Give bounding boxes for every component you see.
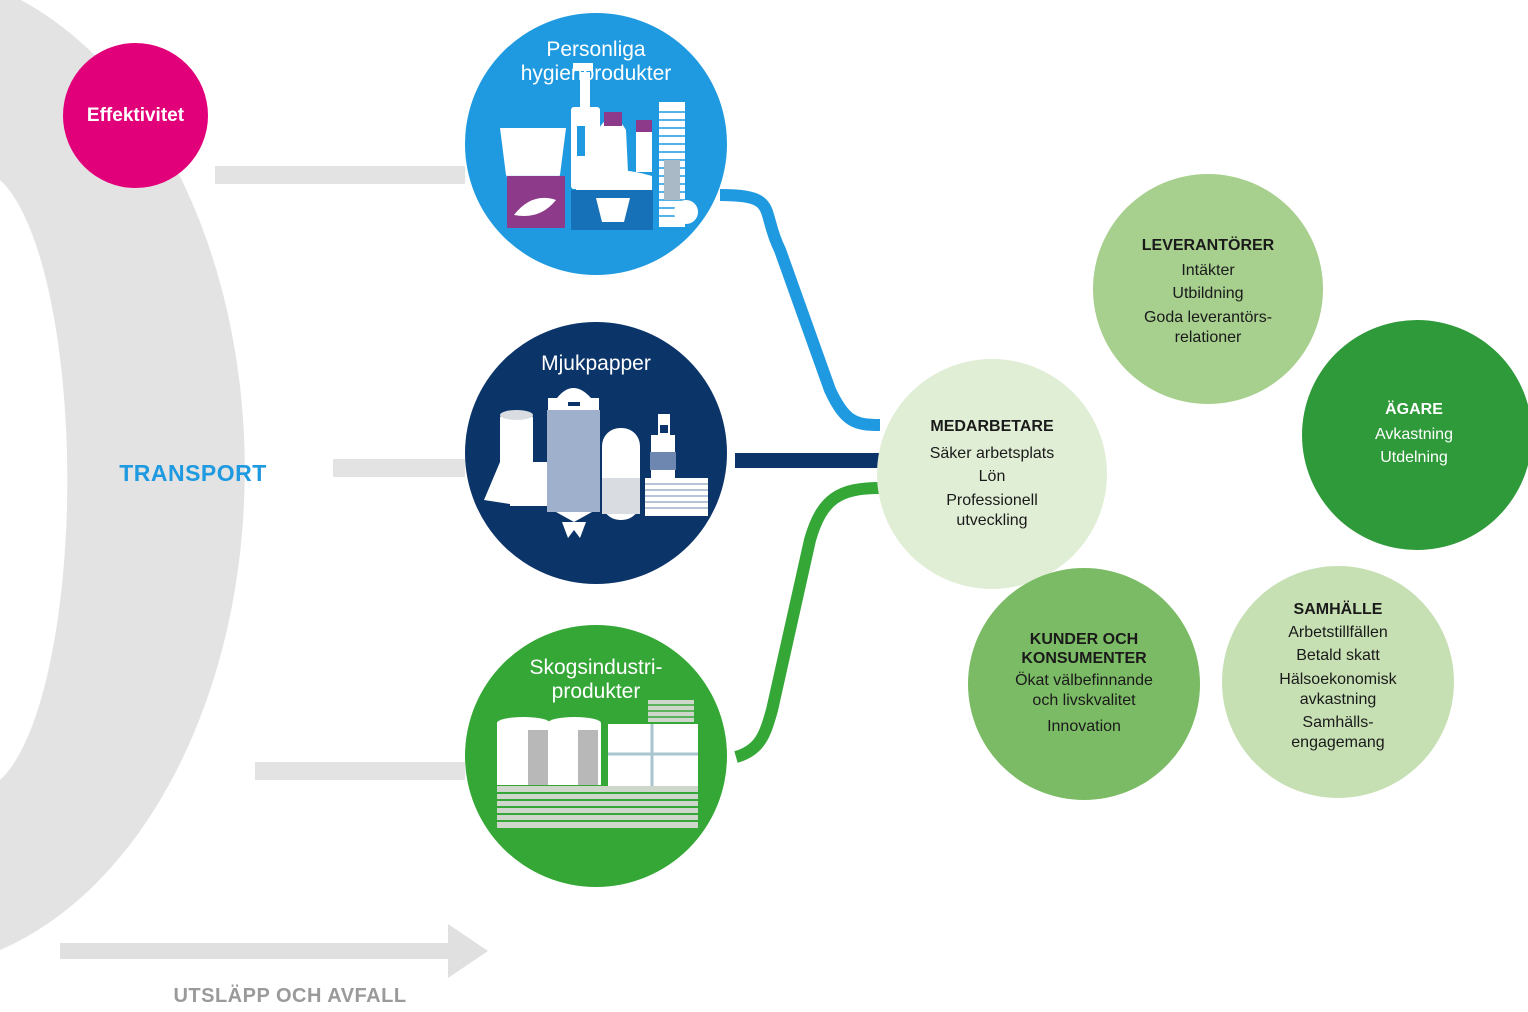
product-title-forest-line2: produkter (551, 680, 641, 703)
connector-bar-forest (255, 762, 465, 780)
stakeholder-medarbetare-title: MEDARBETARE (930, 418, 1054, 435)
stakeholder-leverantorer-title: LEVERANTÖRER (1141, 237, 1275, 254)
stakeholder-kunder-item: och livskvalitet (1032, 692, 1136, 709)
stakeholder-medarbetare-item: Säker arbetsplats (929, 445, 1055, 462)
stakeholder-kunder-title-line1: KUNDER OCH (1029, 631, 1139, 648)
stakeholder-medarbetare-item: utveckling (956, 512, 1028, 529)
stakeholder-kunder-title-line2: KONSUMENTER (1021, 650, 1147, 667)
link-forest-medarbetare (734, 482, 881, 763)
efficiency-badge: Effektivitet (63, 43, 208, 188)
connector-bar-tissue (333, 459, 465, 477)
product-title-hygiene-line1: Personliga (546, 38, 646, 61)
stakeholder-kunder-item: Innovation (1047, 718, 1121, 735)
stakeholder-agare-title: ÄGARE (1385, 401, 1443, 418)
product-title-forest: Skogsindustri- produkter (496, 656, 696, 704)
connector-bar-hygiene (215, 166, 465, 184)
stakeholder-samhalle: SAMHÄLLE Arbetstillfällen Betald skatt H… (1222, 566, 1454, 798)
emissions-label: UTSLÄPP OCH AVFALL (173, 985, 407, 1007)
emissions-arrow (60, 924, 488, 978)
product-circle-forest (465, 625, 727, 887)
stakeholder-samhalle-item: avkastning (1299, 691, 1377, 708)
stakeholder-samhalle-item: Betald skatt (1296, 647, 1380, 664)
stakeholder-samhalle-item: Arbetstillfällen (1288, 624, 1388, 641)
stakeholder-medarbetare: MEDARBETARE Säker arbetsplats Lön Profes… (877, 359, 1107, 589)
product-title-hygiene: Personliga hygienprodukter (496, 38, 696, 86)
stakeholder-samhalle-item: engagemang (1291, 734, 1385, 751)
tissue-products-icon (484, 388, 708, 538)
stakeholder-leverantorer: LEVERANTÖRER Intäkter Utbildning Goda le… (1093, 174, 1323, 404)
product-title-forest-line1: Skogsindustri- (529, 656, 663, 679)
link-hygiene-medarbetare (719, 189, 881, 431)
stakeholder-samhalle-item: Samhälls- (1302, 714, 1374, 731)
stakeholder-medarbetare-item: Professionell (946, 492, 1038, 509)
product-circle-tissue (465, 322, 727, 584)
stakeholder-samhalle-item: Hälsoekonomisk (1279, 671, 1397, 688)
stakeholder-medarbetare-item: Lön (978, 468, 1006, 485)
product-circle-hygiene (465, 13, 727, 275)
stakeholder-kunder-item: Ökat välbefinnande (1015, 672, 1153, 689)
stakeholder-leverantorer-item: relationer (1174, 329, 1242, 346)
product-title-tissue-line1: Mjukpapper (541, 352, 651, 375)
stakeholder-leverantorer-item: Goda leverantörs- (1143, 309, 1273, 326)
link-tissue-medarbetare (735, 453, 880, 468)
stakeholder-leverantorer-item: Utbildning (1172, 285, 1244, 302)
stakeholder-agare-item: Utdelning (1380, 449, 1448, 466)
stakeholder-leverantorer-item: Intäkter (1181, 262, 1235, 279)
stakeholder-samhalle-title: SAMHÄLLE (1293, 601, 1383, 618)
stakeholder-agare: ÄGARE Avkastning Utdelning (1302, 320, 1528, 550)
efficiency-badge-label: Effektivitet (86, 104, 185, 126)
product-title-tissue: Mjukpapper (496, 352, 696, 376)
process-ring (0, 0, 245, 950)
stakeholder-agare-item: Avkastning (1375, 426, 1453, 443)
transport-label: TRANSPORT (119, 460, 267, 486)
stakeholder-kunder: KUNDER OCH KONSUMENTER Ökat välbefinnand… (968, 568, 1200, 800)
hygiene-products-icon (500, 63, 698, 230)
product-title-hygiene-line2: hygienprodukter (520, 62, 672, 85)
forest-products-icon (497, 700, 698, 828)
